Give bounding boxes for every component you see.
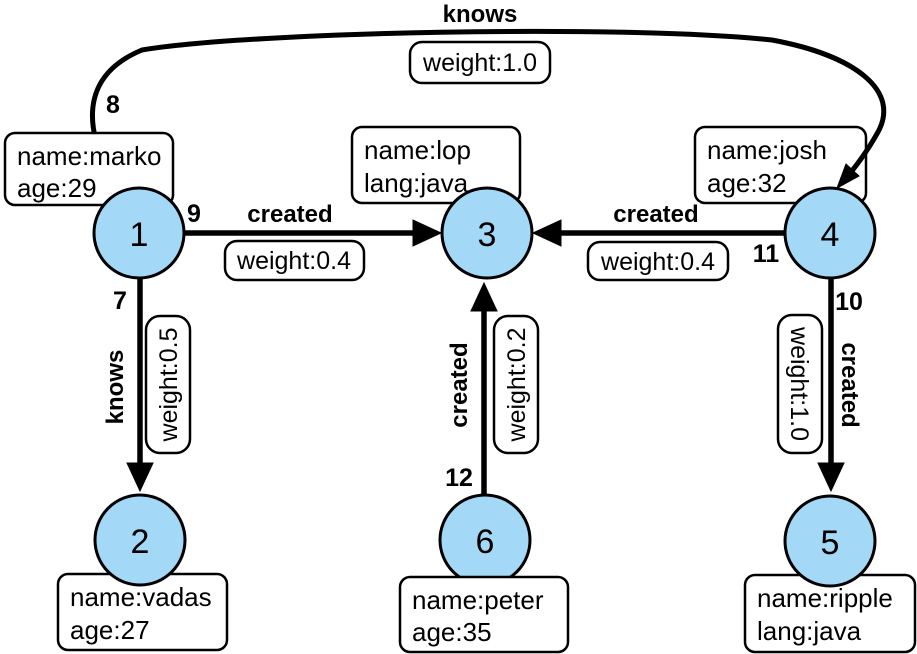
edge-7-label: knows	[102, 350, 129, 425]
edge-9-id: 9	[187, 200, 201, 228]
edge-12-weight-box: weight:0.2	[492, 314, 540, 455]
vertex-6-properties-box: name:peter age:35	[398, 575, 570, 654]
edge-8-label: knows	[443, 1, 518, 28]
vertex-1-prop-age: age:29	[17, 173, 97, 203]
vertex-4-properties-box: name:josh age:32	[693, 125, 868, 205]
vertex-2: 2	[93, 493, 187, 587]
vertex-4-id: 4	[821, 216, 840, 254]
edge-8-weight-text: weight:1.0	[422, 49, 537, 77]
edge-11-weight-rect	[586, 240, 730, 282]
edge-10-arrowhead	[817, 462, 845, 493]
vertex-6-properties-rect	[398, 575, 570, 654]
vertex-3-prop-name: name:lop	[364, 135, 471, 165]
edge-8-id: 8	[106, 91, 120, 119]
vertex-1-id: 1	[130, 216, 149, 254]
vertex-4-prop-name: name:josh	[707, 135, 827, 165]
edge-9-weight-rect	[223, 239, 366, 282]
edge-12-arrowhead	[470, 281, 498, 312]
edge-8-weight-box: weight:1.0	[408, 40, 552, 85]
vertex-5-prop-name: name:ripple	[757, 583, 893, 613]
vertex-1-properties-rect	[3, 131, 175, 207]
vertex-4: 4	[783, 186, 877, 280]
vertex-6: 6	[438, 493, 532, 587]
vertex-5: 5	[783, 494, 877, 588]
vertex-3-properties-rect	[350, 125, 522, 205]
edge-7-weight-text: weight:0.5	[155, 328, 183, 443]
vertex-3: 3	[440, 186, 534, 280]
vertex-3-prop-lang: lang:java	[364, 168, 469, 198]
vertex-1-circle	[92, 186, 186, 280]
edge-7-weight-rect	[144, 314, 192, 455]
edge-10-weight-rect	[776, 313, 824, 455]
edge-9-label: created	[247, 201, 332, 228]
vertex-1-prop-name: name:marko	[17, 141, 162, 171]
vertex-5-id: 5	[821, 524, 840, 562]
vertex-1-properties-box: name:marko age:29	[3, 131, 175, 207]
vertex-4-circle	[783, 186, 877, 280]
edge-10-weight-box: weight:1.0	[776, 313, 824, 455]
vertex-5-properties-box: name:ripple lang:java	[743, 573, 917, 654]
edge-9-arrowhead	[412, 219, 443, 247]
edge-10-id: 10	[835, 288, 863, 316]
edge-8-curve	[89, 28, 887, 199]
edge-11-weight-text: weight:0.4	[600, 248, 715, 276]
edge-7-arrowhead	[126, 462, 154, 493]
vertex-2-properties-box: name:vadas age:27	[56, 572, 229, 652]
edge-10-weight-text: weight:1.0	[785, 326, 813, 441]
edge-10-label: created	[836, 342, 863, 427]
edge-9-weight-box: weight:0.4	[223, 239, 366, 282]
vertex-6-prop-name: name:peter	[412, 585, 544, 615]
edge-11-id: 11	[753, 240, 780, 268]
vertex-6-id: 6	[476, 523, 495, 561]
edge-9-weight-text: weight:0.4	[236, 247, 351, 275]
vertex-6-prop-age: age:35	[412, 617, 492, 647]
edge-11-weight-box: weight:0.4	[586, 240, 730, 282]
vertex-4-properties-rect	[693, 125, 868, 205]
edge-8-weight-rect	[408, 40, 552, 85]
edge-12-weight-text: weight:0.2	[503, 328, 531, 443]
vertex-3-circle	[440, 186, 534, 280]
vertex-3-id: 3	[478, 216, 497, 254]
edge-12-label: created	[446, 342, 473, 427]
edge-12-weight-rect	[492, 314, 540, 455]
vertex-1: 1	[92, 186, 186, 280]
edge-7-weight-box: weight:0.5	[144, 314, 192, 455]
vertex-2-prop-name: name:vadas	[70, 582, 212, 612]
vertex-2-prop-age: age:27	[70, 615, 150, 645]
vertex-3-properties-box: name:lop lang:java	[350, 125, 522, 205]
vertex-2-id: 2	[131, 523, 150, 561]
vertex-2-circle	[93, 493, 187, 587]
edge-11-arrowhead	[531, 219, 562, 247]
edge-12-id: 12	[445, 464, 473, 492]
edge-11-label: created	[613, 201, 698, 228]
vertex-5-circle	[783, 494, 877, 588]
edge-7-id: 7	[113, 287, 127, 315]
vertex-5-prop-lang: lang:java	[757, 616, 862, 646]
edge-8-arrowhead	[836, 163, 860, 190]
vertex-4-prop-age: age:32	[707, 168, 787, 198]
